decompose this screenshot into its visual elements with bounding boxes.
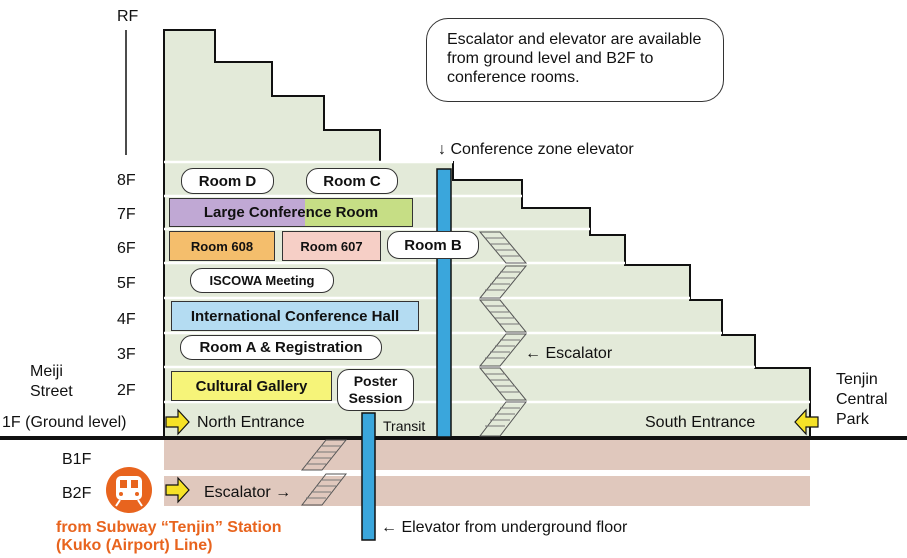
international-conference-hall: International Conference Hall (171, 301, 419, 331)
floor-label-7f: 7F (117, 206, 136, 223)
meiji-street-label: Meiji Street (30, 363, 73, 400)
cultural-gallery: Cultural Gallery (171, 371, 332, 401)
arrow-icon (165, 408, 819, 504)
floor-label-6f: 6F (117, 240, 136, 257)
conference-zone-elevator (436, 168, 452, 438)
floor-label-2f: 2F (117, 382, 136, 399)
south-entrance-label: South Entrance (645, 414, 756, 431)
conference-elevator-label: ↓ Conference zone elevator (438, 141, 634, 158)
escalator-label: ← Escalator (525, 345, 613, 362)
escalator-right (478, 231, 528, 437)
escalator-underground (300, 439, 348, 506)
floor-label-5f: 5F (117, 275, 136, 292)
room-a-registration: Room A & Registration (180, 335, 382, 360)
escalator-b2-label: Escalator → (204, 484, 292, 501)
large-conference-room: Large Conference Room (169, 198, 413, 227)
floor-label-rf: RF (117, 8, 139, 25)
train-icon (106, 467, 152, 513)
info-note: Escalator and elevator are available fro… (426, 18, 724, 102)
b2-floor (164, 476, 810, 506)
floor-label-1f: 1F (Ground level) (2, 414, 127, 431)
tenjin-park-label: Tenjin Central Park (836, 371, 888, 428)
room-607: Room 607 (282, 231, 381, 261)
floor-label-b2f: B2F (62, 485, 92, 502)
floor-label-8f: 8F (117, 172, 136, 189)
b1-floor (164, 440, 810, 470)
room-b: Room B (387, 231, 479, 259)
floor-label-3f: 3F (117, 346, 136, 363)
north-entrance-label: North Entrance (197, 414, 305, 431)
room-c: Room C (306, 168, 398, 194)
poster-session: Poster Session (337, 369, 414, 411)
transit-label: Transit (383, 418, 426, 434)
floor-label-b1f: B1F (62, 451, 92, 468)
underground-elevator (361, 412, 376, 541)
room-608: Room 608 (169, 231, 275, 261)
floor-label-4f: 4F (117, 311, 136, 328)
underground-elevator-label: ← Elevator from underground floor (381, 519, 628, 536)
subway-label: from Subway “Tenjin” Station (Kuko (Airp… (56, 519, 282, 554)
iscowa-meeting: ISCOWA Meeting (190, 268, 334, 293)
room-d: Room D (181, 168, 274, 194)
